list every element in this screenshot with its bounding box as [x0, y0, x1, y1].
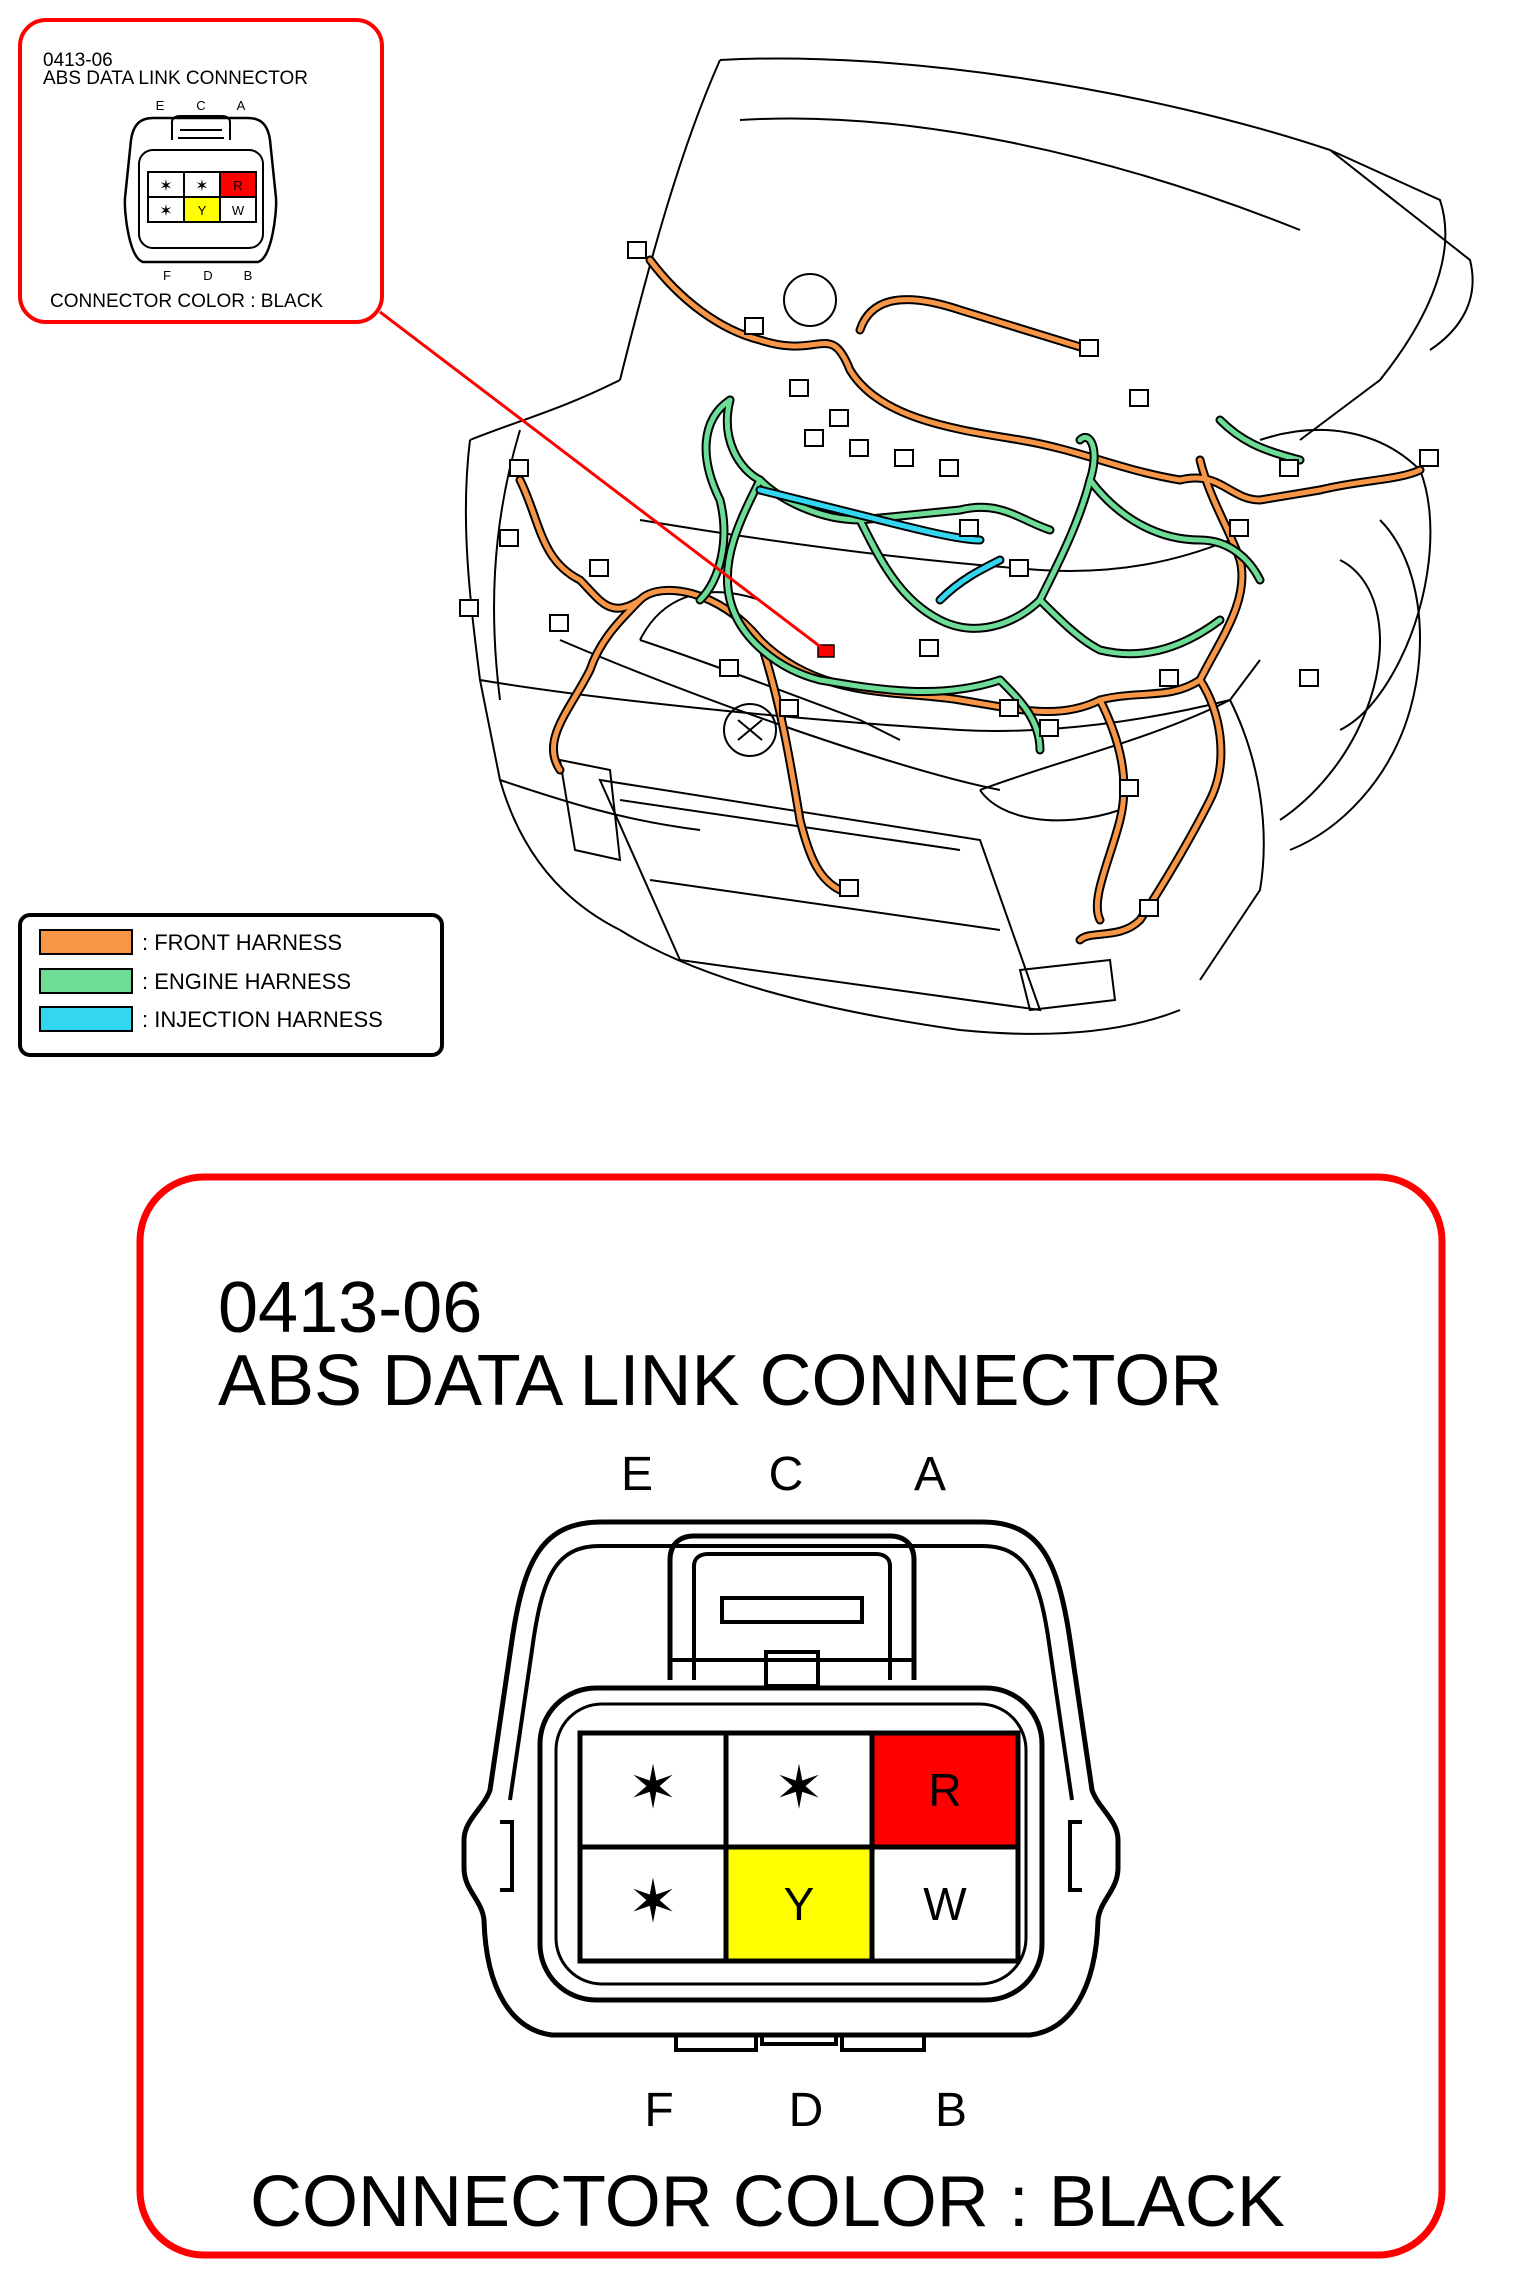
- detail-pin-A: A: [914, 1448, 946, 1501]
- engine-harness-fill: [697, 397, 1303, 753]
- detail-title: ABS DATA LINK CONNECTOR: [218, 1341, 1222, 1421]
- legend-label-front: : FRONT HARNESS: [142, 930, 342, 955]
- injection-harness-fill: [757, 487, 1003, 603]
- inset-pin-C: C: [196, 98, 205, 113]
- detail-pin-F: F: [644, 2084, 673, 2137]
- inset-connector-body: [123, 116, 278, 264]
- legend-swatch-injection: [39, 1006, 133, 1032]
- inset-pin-D: D: [203, 268, 212, 283]
- inset-cell-C-text: ✶: [195, 178, 208, 195]
- legend-swatch-front: [39, 929, 133, 955]
- detail-connector-inner-2: [554, 1702, 1028, 1986]
- inset-pin-grid: ✶ ✶ R ✶ Y W: [147, 171, 257, 223]
- detail-connector-body: [461, 1519, 1121, 2038]
- inset-cell-D: [183, 196, 221, 223]
- inset-connector-inner: [138, 149, 264, 249]
- legend-label-injection: : INJECTION HARNESS: [142, 1007, 383, 1032]
- legend-label-engine: : ENGINE HARNESS: [142, 969, 351, 994]
- inset-code: 0413-06: [43, 50, 113, 71]
- inset-pin-E: E: [156, 98, 165, 113]
- detail-cell-B: [869, 1844, 1021, 1964]
- detail-cell-F: [577, 1844, 729, 1964]
- detail-frame: [136, 1173, 1446, 2259]
- detail-pin-C: C: [769, 1448, 804, 1501]
- harness-connectors: [459, 241, 1439, 917]
- detail-connector-color: CONNECTOR COLOR : BLACK: [250, 2162, 1285, 2242]
- inset-callout: 0413-06 ABS DATA LINK CONNECTOR E C A ✶ …: [18, 18, 384, 324]
- inset-pin-F: F: [163, 268, 171, 283]
- detail-cell-D-text: Y: [784, 1878, 815, 1930]
- detail-cell-C-text: ✶: [774, 1754, 824, 1821]
- inset-cell-F-text: ✶: [159, 203, 172, 220]
- inset-cell-A-text: R: [233, 178, 242, 193]
- callout-line: [379, 310, 827, 653]
- detail-cell-E-text: ✶: [628, 1754, 678, 1821]
- inset-cell-D-text: Y: [198, 203, 207, 218]
- detail-pin-D: D: [789, 2084, 824, 2137]
- inset-cell-E-text: ✶: [159, 178, 172, 195]
- harness-legend: : FRONT HARNESS : ENGINE HARNESS : INJEC…: [18, 913, 444, 1057]
- inset-cell-B-text: W: [232, 203, 245, 218]
- detail-pin-E: E: [621, 1448, 653, 1501]
- detail-latch-inner: [692, 1552, 892, 1680]
- inset-cell-B: [219, 196, 257, 223]
- inset-pin-A: A: [237, 98, 246, 113]
- detail-side-notch-right: [1068, 1820, 1082, 1892]
- inset-connector-latch: [171, 115, 231, 140]
- front-harness-fill: [517, 257, 1423, 943]
- detail-bottom-tabs: [674, 2035, 926, 2052]
- detail-connector-latch: [667, 1533, 917, 1680]
- detail-cell-A-text: R: [928, 1764, 961, 1816]
- detail-cell-F-text: ✶: [628, 1868, 678, 1935]
- detail-connector-body-inner: [508, 1544, 1074, 1801]
- connector-detail: 0413-06 ABS DATA LINK CONNECTOR E C A ✶ …: [136, 1173, 1446, 2259]
- detail-cell-A: [869, 1730, 1021, 1850]
- detail-pin-B: B: [935, 2084, 967, 2137]
- car-outline: [464, 57, 1474, 1035]
- inset-pin-B: B: [244, 268, 253, 283]
- detail-code: 0413-06: [218, 1268, 482, 1348]
- inset-connector-color: CONNECTOR COLOR : BLACK: [50, 291, 323, 312]
- inset-title: ABS DATA LINK CONNECTOR: [43, 68, 308, 89]
- detail-side-notch-left: [500, 1820, 514, 1892]
- detail-cell-B-text: W: [923, 1878, 967, 1930]
- detail-connector-inner: [537, 1685, 1045, 2003]
- detail-pin-grid: ✶ ✶ R ✶ Y W: [577, 1730, 1021, 1964]
- detail-latch-slot: [720, 1596, 864, 1624]
- legend-swatch-engine: [39, 968, 133, 994]
